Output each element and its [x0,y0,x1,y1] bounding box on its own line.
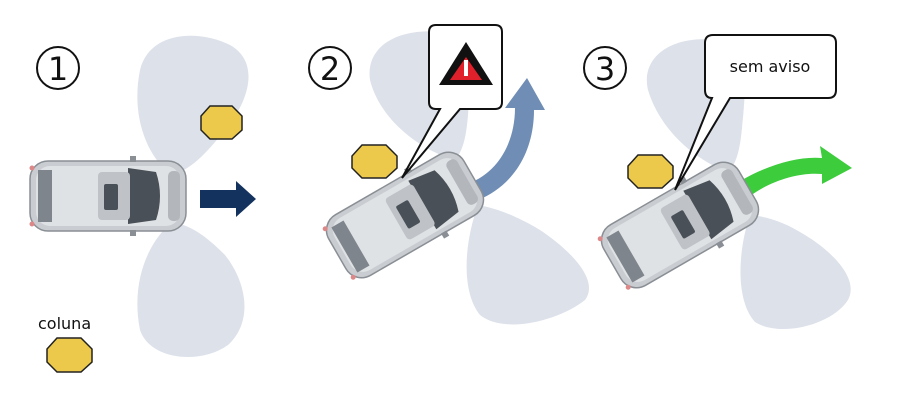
legend-column-icon [46,337,93,373]
step-number: 2 [320,50,340,88]
speech-bubble-no-warning: sem aviso [674,34,837,191]
arrow-forward-icon [200,181,256,217]
sensor-zone-lower [137,222,245,357]
speech-bubble-warning [401,24,503,179]
column-marker [627,154,674,189]
sensor-zone-lower [740,215,851,330]
legend-label: coluna [38,314,91,333]
bubble-text: sem aviso [730,57,811,76]
arrow-turn-no-warning-icon [742,146,852,196]
step-number-badge [36,46,80,90]
car [316,140,494,290]
sensor-zone-lower [466,205,589,325]
step-1: 1 [28,35,256,357]
step-number: 3 [595,50,615,88]
sensor-zone-upper [137,35,249,176]
warning-triangle-icon [439,42,493,85]
arrow-turn-warning-icon [472,78,545,200]
column-marker [200,105,243,140]
step-2: 2 [308,24,589,325]
step-number: 1 [48,50,68,88]
step-number-badge [308,46,352,90]
column-marker [351,144,398,179]
legend: coluna [38,314,93,373]
step-number-badge [583,46,627,90]
car [28,155,187,237]
step-3: 3 sem aviso [583,34,852,330]
